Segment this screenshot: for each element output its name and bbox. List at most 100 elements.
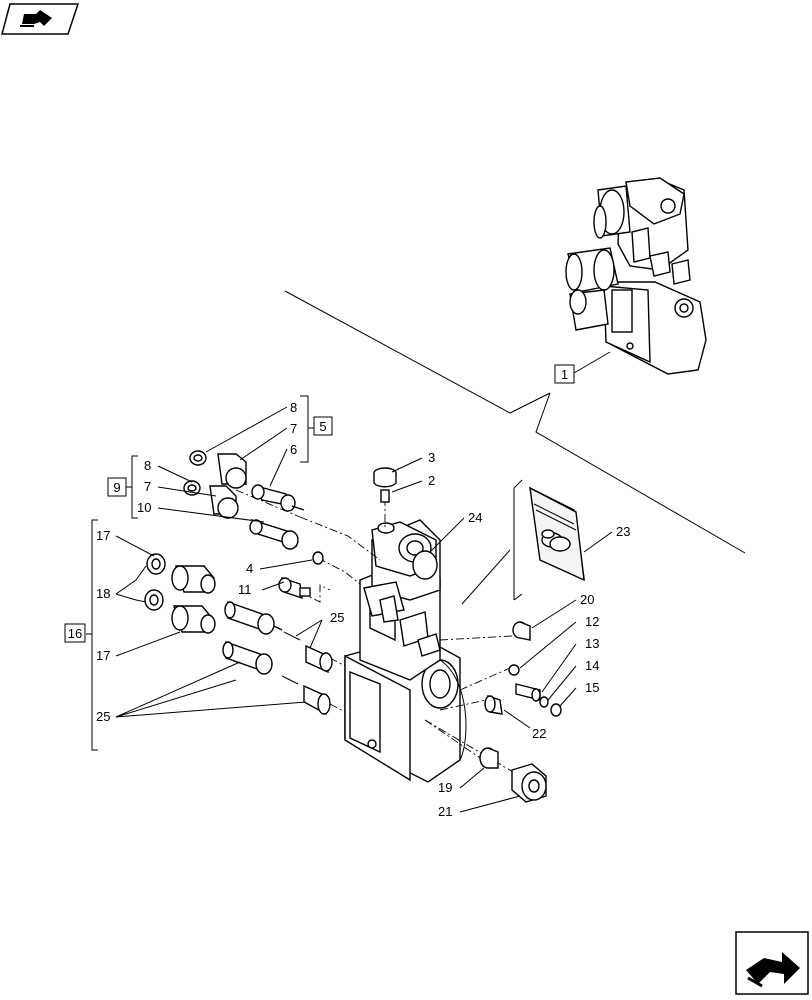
leader-17b [115, 631, 181, 657]
callout-6: 6 [290, 442, 297, 457]
leader-2 [391, 480, 423, 493]
part-25-spring-upper [283, 631, 333, 674]
leader-7b [157, 486, 217, 497]
leader-3 [391, 457, 423, 473]
axis-line-19 [424, 719, 487, 763]
callout-21: 21 [438, 804, 452, 819]
callout-14: 14 [585, 658, 599, 673]
part-18-upper [146, 553, 166, 575]
leader-8b [157, 465, 193, 483]
part-22 [484, 694, 503, 715]
axis-line-21 [424, 719, 521, 777]
leader-24-body [461, 549, 511, 605]
callout-18: 18 [96, 586, 110, 601]
leader-25-spool-upper [115, 661, 241, 718]
callout-1: 1 [561, 367, 568, 382]
callout-13: 13 [585, 636, 599, 651]
callout-10: 10 [137, 500, 151, 515]
callout-3: 3 [428, 450, 435, 465]
part-7-lower [209, 485, 239, 519]
part-12 [508, 664, 520, 676]
leader-18b [115, 593, 147, 603]
callout-box-5 [313, 416, 333, 436]
axis-line-6 [299, 516, 381, 561]
callout-11: 11 [238, 582, 252, 597]
axis-line-25b [329, 703, 346, 713]
leader-7a [239, 427, 288, 461]
part-15 [550, 703, 562, 717]
part-17-lower [171, 605, 216, 634]
callout-22: 22 [532, 726, 546, 741]
axis-line-11 [299, 584, 331, 603]
callout-8-lower: 8 [144, 458, 151, 473]
leader-23 [583, 531, 613, 553]
part-2-screw [380, 489, 390, 503]
leader-25-spool-lower [115, 679, 237, 718]
bracket-5 [300, 395, 309, 463]
leader-11 [261, 581, 285, 591]
bracket-16 [91, 519, 98, 751]
leader-25-spring-lower [115, 701, 307, 718]
main-valve-body [344, 519, 467, 783]
part-4 [312, 551, 324, 565]
part-11 [278, 576, 311, 600]
leader-8a [205, 406, 288, 453]
callout-2: 2 [428, 473, 435, 488]
callout-17-upper: 17 [96, 528, 110, 543]
leader-15 [559, 687, 577, 707]
callout-15: 15 [585, 680, 599, 695]
callout-17-lower: 17 [96, 648, 110, 663]
axis-line-7 [235, 489, 301, 518]
part-7-upper [217, 453, 247, 489]
callout-24: 24 [468, 510, 482, 525]
leader-24 [429, 517, 465, 553]
part-25-spring-lower [281, 675, 331, 716]
part-25-spool-upper [224, 601, 283, 635]
part-14 [539, 696, 549, 708]
callout-8-upper: 8 [290, 400, 297, 415]
leader-6 [269, 448, 288, 487]
leader-10 [157, 507, 265, 523]
kit-bracket-top [513, 479, 523, 489]
callout-4: 4 [246, 561, 253, 576]
callout-19: 19 [438, 780, 452, 795]
part-18-lower [144, 589, 164, 611]
part-13 [515, 683, 541, 702]
leader-12 [519, 621, 577, 669]
leader-25b-spring [295, 619, 323, 637]
kit-bracket-bottom [513, 593, 523, 601]
callout-7-upper: 7 [290, 421, 297, 436]
part-20 [512, 621, 531, 641]
part-10 [249, 518, 299, 550]
part-17-upper [171, 565, 216, 594]
callout-box-16 [64, 623, 86, 643]
callout-5: 5 [319, 419, 326, 434]
leader-21 [459, 795, 521, 813]
callout-23: 23 [616, 524, 630, 539]
callout-9: 9 [113, 480, 120, 495]
axis-line-22 [439, 699, 487, 711]
callout-16: 16 [68, 626, 82, 641]
assembly-reference-line [284, 290, 551, 414]
axis-line-12 [459, 667, 511, 691]
part-6 [251, 484, 305, 512]
part-3-plug [373, 467, 397, 488]
part-21 [511, 763, 547, 803]
next-page-arrow-icon[interactable] [735, 931, 809, 995]
book-with-arrow-icon[interactable] [1, 3, 80, 35]
part-25-spool-lower [222, 641, 273, 675]
callout-7-lower: 7 [144, 479, 151, 494]
leader-20 [531, 599, 577, 629]
assembled-valve-overview [565, 177, 707, 375]
axis-line-25a [329, 657, 346, 667]
leader-22 [503, 709, 531, 729]
leader-17a [115, 535, 155, 557]
leader-4 [259, 559, 313, 570]
part-23-seal-kit [529, 486, 585, 582]
callout-box-1 [554, 364, 575, 384]
callout-box-9 [107, 477, 127, 497]
leader-19 [459, 767, 485, 789]
axis-line-4 [317, 557, 361, 585]
callout-25-right: 25 [330, 610, 344, 625]
